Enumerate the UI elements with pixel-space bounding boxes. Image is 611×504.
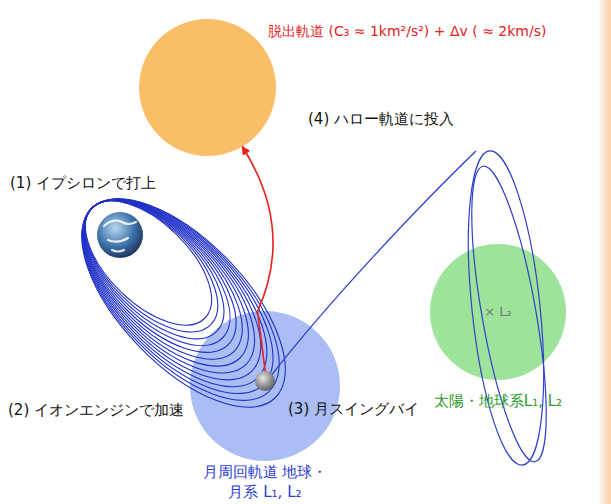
circle-shape bbox=[139, 19, 276, 156]
escape-arrow bbox=[242, 147, 273, 312]
circle-fill bbox=[430, 244, 566, 380]
halo-orbit bbox=[456, 162, 561, 467]
step-label: (2) イオンエンジンで加速 bbox=[8, 401, 184, 421]
circle-fill bbox=[139, 19, 276, 156]
transfer-orbit bbox=[60, 176, 255, 370]
orbit-region-circle: 脱出軌道 (C₃ ≈ 1km²/s²) + Δv ( ≈ 2km/s) bbox=[139, 19, 276, 156]
transfer-orbit bbox=[64, 179, 233, 346]
escape-path bbox=[258, 311, 267, 378]
transfer-orbit bbox=[49, 166, 313, 433]
transfer-orbit bbox=[53, 170, 291, 410]
step-label: (3) 月スイングバイ bbox=[288, 400, 419, 420]
earth bbox=[97, 212, 143, 258]
circle-fill bbox=[190, 311, 340, 461]
region-label: 月周回軌道 地球・月系 L₁, L₂ bbox=[193, 463, 338, 502]
orbit-region-circle: 月周回軌道 地球・月系 L₁, L₂ bbox=[190, 311, 340, 461]
transfer-orbit bbox=[50, 167, 305, 425]
transfer-orbit bbox=[52, 169, 298, 418]
step-label: (1) イプシロンで打上 bbox=[10, 174, 156, 194]
halo-orbit bbox=[456, 147, 557, 468]
transfer-orbit bbox=[56, 172, 277, 394]
step-label: (4) ハロー軌道に投入 bbox=[308, 110, 454, 130]
orbit-title: 脱出軌道 (C₃ ≈ 1km²/s²) + Δv ( ≈ 2km/s) bbox=[268, 22, 546, 40]
transfer-orbit bbox=[58, 175, 261, 379]
circle-shape bbox=[190, 311, 340, 461]
frame-strip bbox=[597, 0, 611, 504]
halo-transfer-path bbox=[270, 151, 476, 377]
region-label: 太陽・地球系L₁, L₂ bbox=[434, 392, 562, 412]
transfer-orbit bbox=[63, 178, 240, 354]
orbit-region-circle: × L₂太陽・地球系L₁, L₂ bbox=[430, 244, 566, 380]
moon bbox=[255, 371, 275, 391]
earth-clouds bbox=[104, 221, 136, 252]
point-label: × L₂ bbox=[484, 304, 511, 321]
transfer-orbit bbox=[54, 171, 283, 402]
transfer-orbit bbox=[61, 177, 247, 362]
transfer-orbit bbox=[47, 165, 319, 441]
transfer-orbit bbox=[57, 173, 269, 386]
